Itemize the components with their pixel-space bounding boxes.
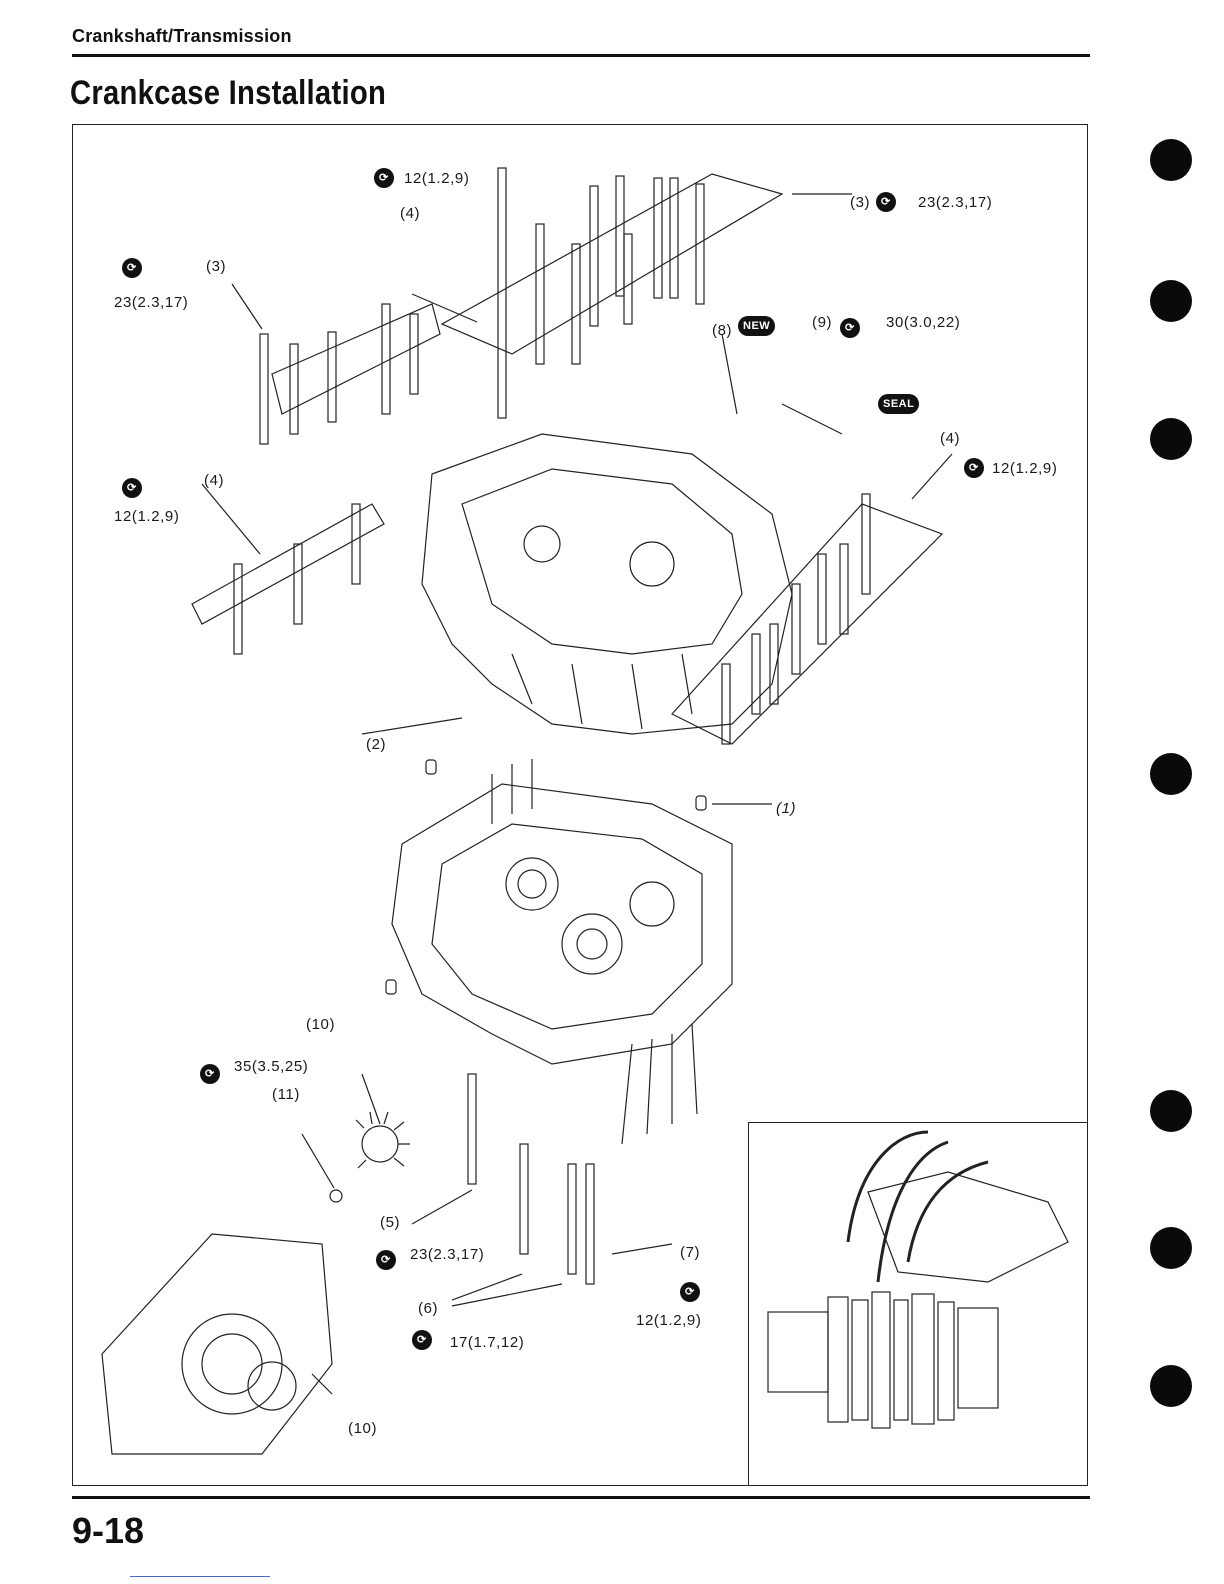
- torque-wrench-icon: ⟳: [412, 1330, 432, 1350]
- torque-wrench-icon: ⟳: [964, 458, 984, 478]
- new-part-icon: NEW: [738, 316, 775, 336]
- callout-4-left-torque: 12(1.2,9): [114, 508, 179, 525]
- upper-bolts: [234, 168, 870, 744]
- page-number: 9-18: [72, 1510, 144, 1552]
- callout-10-label: (10): [306, 1016, 335, 1033]
- link-underline: [130, 1576, 270, 1577]
- callout-4-right-label: (4): [940, 430, 960, 447]
- binder-hole-marker: [1150, 1365, 1192, 1407]
- torque-wrench-icon: ⟳: [680, 1282, 700, 1302]
- callout-3-left-torque: 23(2.3,17): [114, 294, 188, 311]
- upper-crankcase: [422, 434, 792, 734]
- callout-1-label: (1): [776, 800, 796, 817]
- sealant-icon: SEAL: [878, 394, 919, 414]
- callout-2-label: (2): [366, 736, 386, 753]
- callout-4-right-torque: 12(1.2,9): [992, 460, 1057, 477]
- callout-4-top-label: (4): [400, 205, 420, 222]
- callout-3-left-label: (3): [206, 258, 226, 275]
- torque-wrench-icon: ⟳: [376, 1250, 396, 1270]
- page-title: Crankcase Installation: [70, 74, 386, 113]
- callout-11-label: (11): [272, 1086, 300, 1103]
- callout-7-label: (7): [680, 1244, 700, 1261]
- callout-4-left-label: (4): [204, 472, 224, 489]
- oil-pump-impeller: [356, 1112, 410, 1168]
- callout-6-label: (6): [418, 1300, 438, 1317]
- callout-9-torque: 30(3.0,22): [886, 314, 960, 331]
- lower-crankcase: [392, 784, 732, 1064]
- torque-wrench-icon: ⟳: [876, 192, 896, 212]
- callout-7-torque: 12(1.2,9): [636, 1312, 701, 1329]
- binder-hole-marker: [1150, 1090, 1192, 1132]
- header-rule: [72, 54, 1090, 57]
- binder-hole-marker: [1150, 418, 1192, 460]
- callout-10-torque: 35(3.5,25): [234, 1058, 308, 1075]
- callout-3-upper-label: (3): [850, 194, 870, 211]
- section-header: Crankshaft/Transmission: [72, 26, 292, 47]
- binder-hole-marker: [1150, 1227, 1192, 1269]
- callout-4-top-torque: 12(1.2,9): [404, 170, 469, 187]
- callout-9-label: (9): [812, 314, 832, 331]
- transmission-inset-sketch: [768, 1132, 1068, 1428]
- torque-wrench-icon: ⟳: [122, 258, 142, 278]
- torque-wrench-icon: ⟳: [122, 478, 142, 498]
- callout-3-upper-torque: 23(2.3,17): [918, 194, 992, 211]
- callout-5-label: (5): [380, 1214, 400, 1231]
- footer-rule: [72, 1496, 1090, 1499]
- binder-hole-marker: [1150, 139, 1192, 181]
- callout-6-torque: 17(1.7,12): [450, 1334, 524, 1351]
- callout-5-torque: 23(2.3,17): [410, 1246, 484, 1263]
- binder-hole-marker: [1150, 280, 1192, 322]
- torque-wrench-icon: ⟳: [374, 168, 394, 188]
- callout-8-label: (8): [712, 322, 732, 339]
- torque-wrench-icon: ⟳: [840, 318, 860, 338]
- callout-10-inset-label: (10): [348, 1420, 377, 1437]
- binder-hole-marker: [1150, 753, 1192, 795]
- torque-wrench-icon: ⟳: [200, 1064, 220, 1084]
